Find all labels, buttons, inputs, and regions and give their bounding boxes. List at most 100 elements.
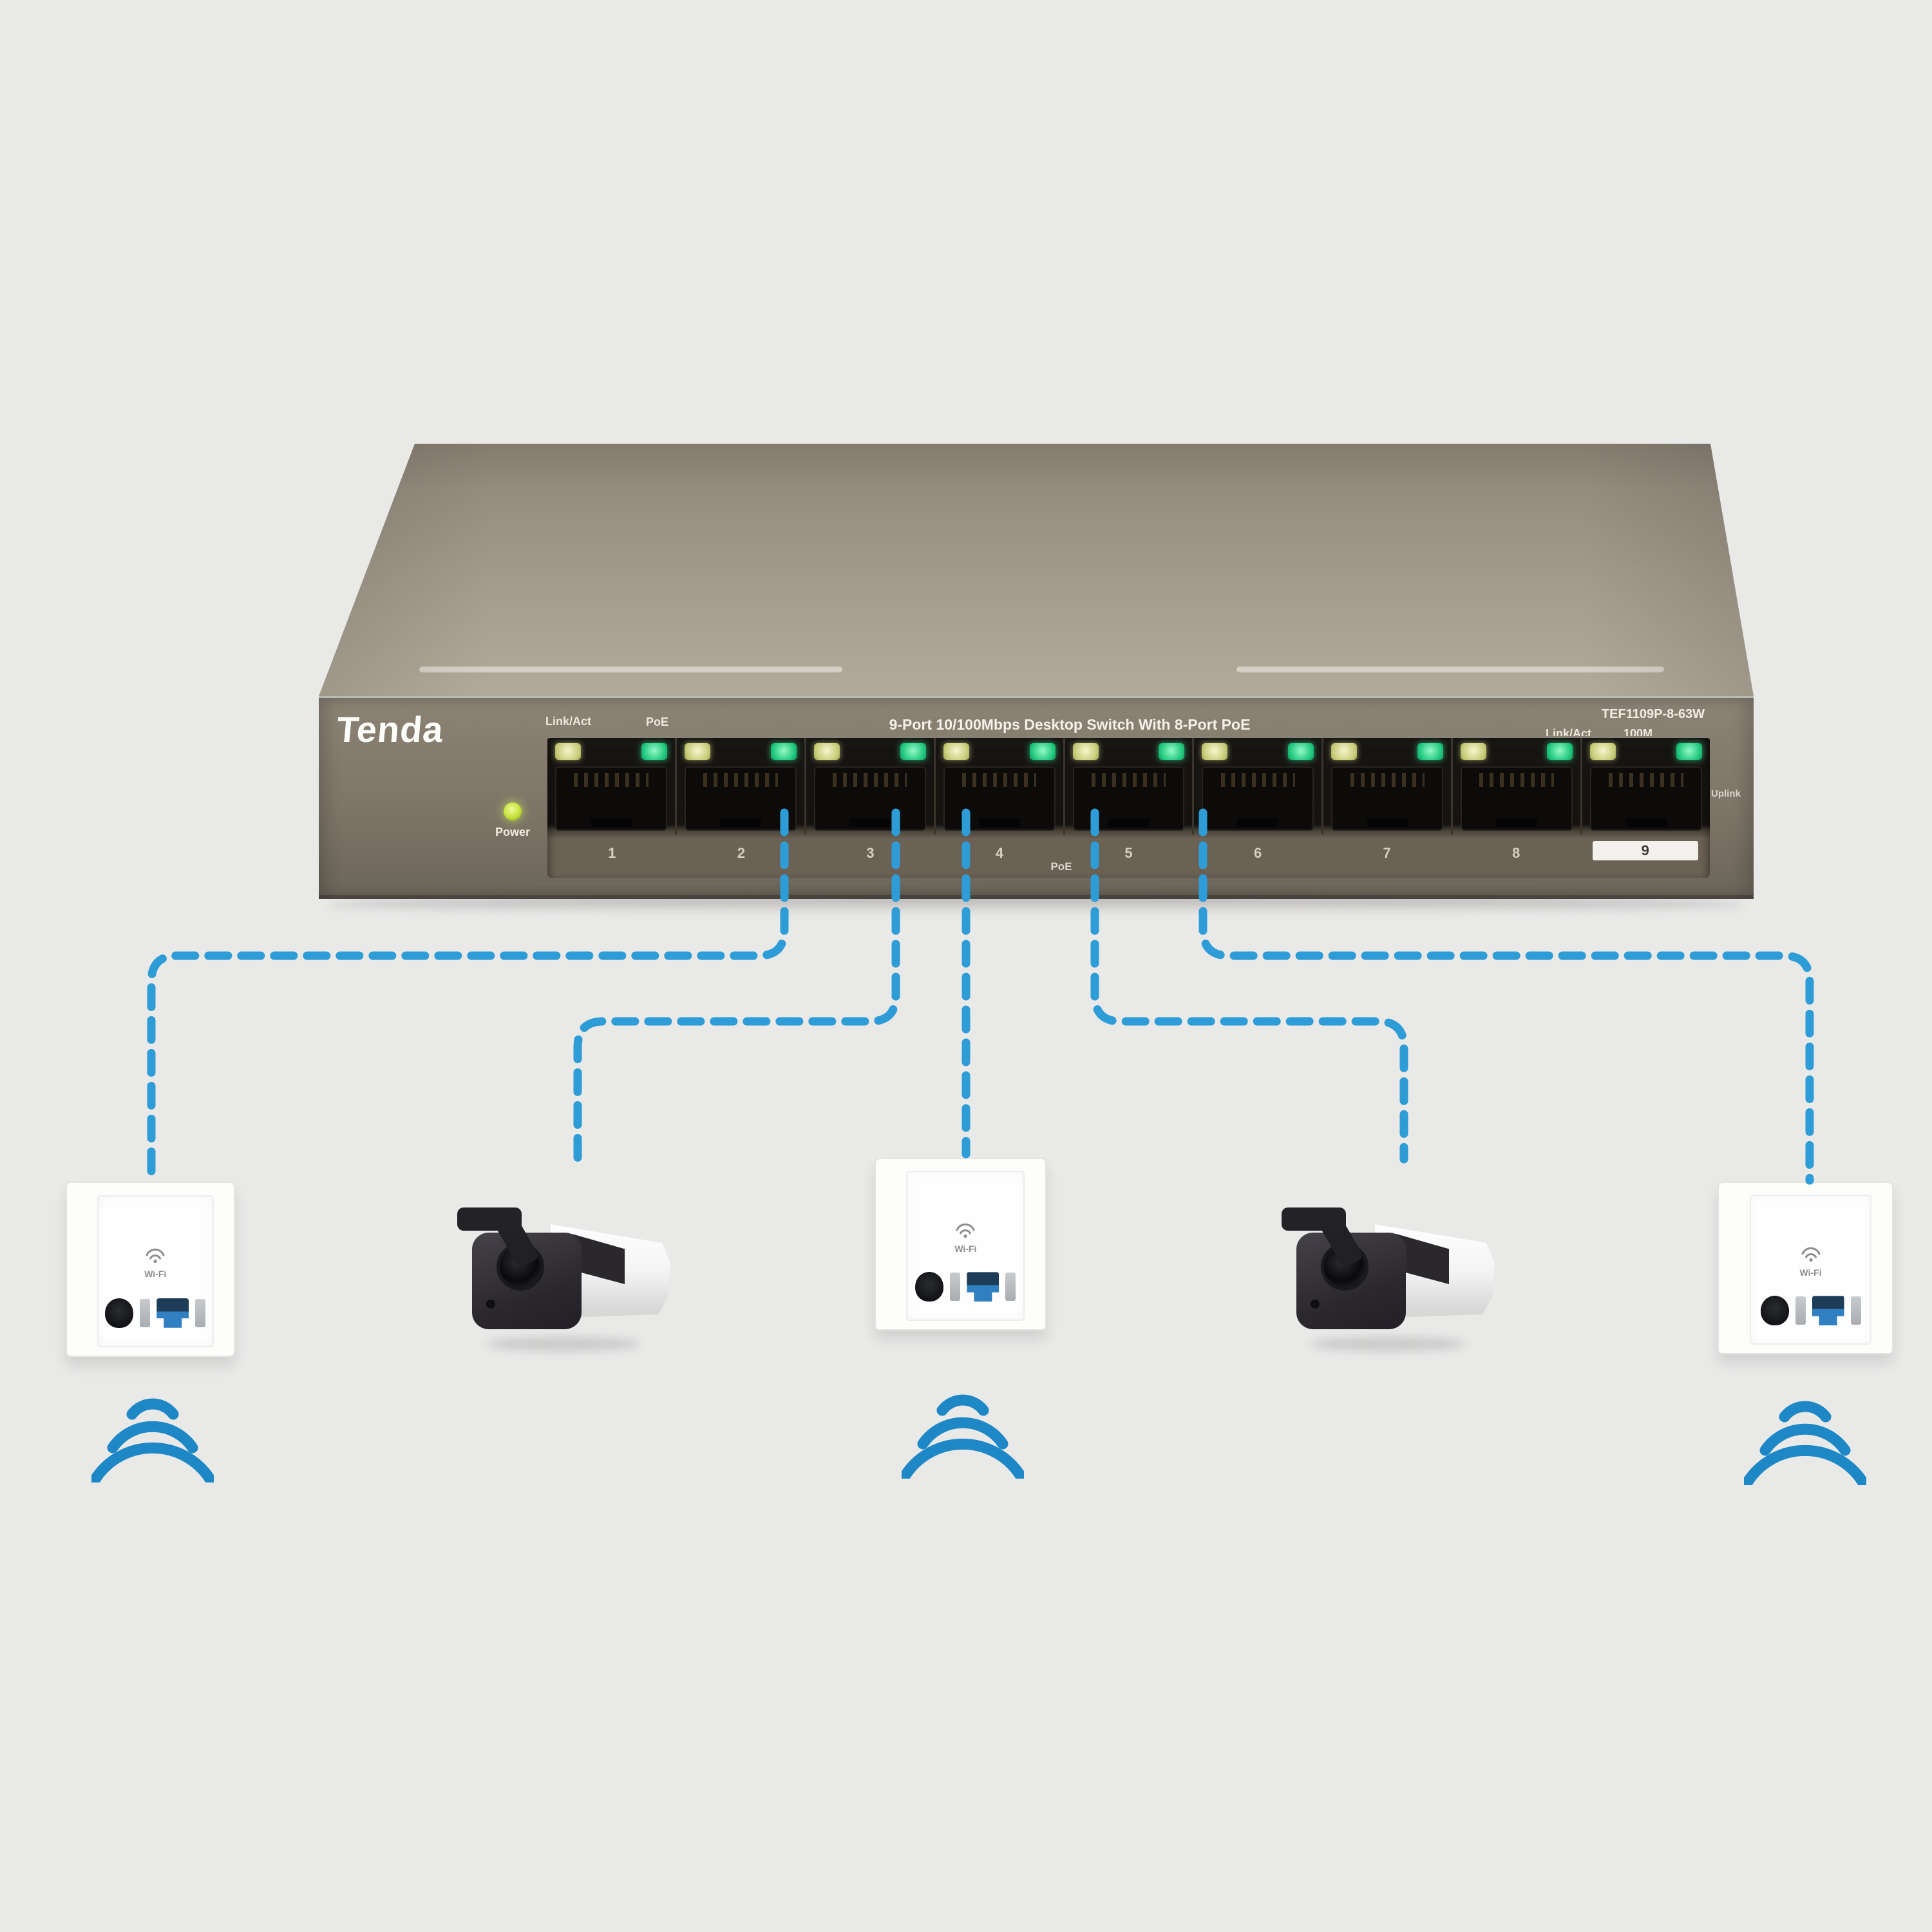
port-label-8: 8 [1512, 845, 1520, 861]
port-label-3: 3 [866, 845, 875, 861]
connector-slot-icon [1850, 1296, 1861, 1325]
cable-camera-1 [573, 808, 900, 1164]
poe-group-label: PoE [1050, 860, 1072, 873]
port-pins [1479, 773, 1554, 787]
poe-led [813, 743, 840, 760]
connector-slot-icon [950, 1273, 961, 1302]
connector-slot-icon [140, 1298, 151, 1327]
port-pins [961, 773, 1037, 787]
ap-connectors [1751, 1296, 1870, 1326]
port-1 [547, 738, 675, 835]
rj45-port [555, 766, 667, 831]
cable-wall-ap-3 [1198, 808, 1814, 1185]
port-tab [719, 818, 761, 827]
wifi-signal-icon [91, 1398, 214, 1482]
port-pins [574, 773, 649, 787]
port-row [547, 738, 1710, 836]
link-led [770, 743, 797, 760]
wifi-logo-icon: Wi-Fi [1751, 1246, 1870, 1278]
rj45-port [1202, 766, 1314, 831]
cable-wall-ap-1 [147, 808, 789, 1185]
poe-led [684, 743, 710, 760]
rj45-port [1331, 766, 1444, 831]
port-7 [1321, 738, 1451, 835]
ap-connectors [907, 1272, 1023, 1302]
port-tab [849, 818, 891, 827]
port-label-4: 4 [995, 845, 1004, 861]
poe-led [1072, 743, 1099, 760]
port-2 [674, 738, 804, 835]
wifi-label: Wi-Fi [144, 1268, 167, 1279]
power-label: Power [495, 826, 531, 838]
poe-led [1202, 743, 1228, 760]
port-3 [804, 738, 934, 835]
link-led [1029, 743, 1056, 760]
port-pins [1220, 773, 1296, 787]
port-tab [1108, 818, 1150, 827]
wifi-logo-icon: Wi-Fi [99, 1247, 213, 1279]
port-label-5: 5 [1124, 845, 1133, 861]
port-label-9: 9 [1581, 836, 1710, 880]
port-number-row: 1 2 3 4 5 6 7 8 9 [547, 836, 1710, 880]
port-5 [1063, 738, 1193, 835]
poe-led [1590, 743, 1616, 760]
port-recess: 1 2 3 4 5 6 7 8 9 PoE [547, 736, 1710, 878]
port-label-6: 6 [1253, 845, 1262, 861]
wall-ap-3: Wi-Fi [1718, 1182, 1893, 1354]
port-8 [1451, 738, 1580, 835]
wall-ap-1: Wi-Fi [66, 1182, 235, 1357]
link-led [1676, 743, 1703, 760]
link-led [900, 743, 926, 760]
camera-shadow [486, 1337, 641, 1351]
switch-front-panel: Tenda Link/Act PoE 9-Port 10/100Mbps Des… [319, 696, 1754, 899]
ip-camera-1 [454, 1206, 676, 1367]
cable-camera-2 [1090, 808, 1408, 1164]
port-label-1: 1 [608, 845, 616, 861]
port-pins [1350, 773, 1425, 787]
camera-ir-sensor-icon [1311, 1300, 1320, 1309]
wifi-logo-icon: Wi-Fi [907, 1222, 1023, 1254]
connector-slot-icon [1005, 1273, 1016, 1302]
camera-bracket [457, 1208, 522, 1231]
wifi-label: Wi-Fi [1799, 1267, 1822, 1278]
poe-led [555, 743, 581, 760]
port-pins [703, 773, 778, 787]
audio-jack-icon [1760, 1296, 1789, 1326]
link-led [641, 743, 667, 760]
port-9 [1580, 738, 1710, 835]
port-tab [1237, 818, 1279, 827]
port-label-7: 7 [1383, 845, 1391, 861]
camera-shadow [1311, 1337, 1465, 1351]
uplink-label: Uplink [1711, 788, 1741, 799]
ap-faceplate: Wi-Fi [1750, 1195, 1871, 1345]
port-label-2: 2 [737, 845, 745, 861]
link-led [1159, 743, 1185, 760]
ip-camera-2 [1278, 1206, 1501, 1367]
port-pins [1609, 773, 1683, 787]
camera-bracket [1282, 1208, 1346, 1231]
poe-led [1331, 743, 1358, 760]
poe-led [943, 743, 969, 760]
power-led [504, 802, 522, 820]
poe-led [1461, 743, 1487, 760]
ap-faceplate: Wi-Fi [906, 1171, 1025, 1321]
wifi-signal-icon [1744, 1401, 1866, 1485]
rj45-port [1590, 766, 1703, 831]
port-tab [978, 818, 1020, 827]
port-tab [1625, 818, 1667, 827]
camera-ir-sensor-icon [486, 1300, 495, 1309]
audio-jack-icon [915, 1272, 944, 1302]
switch-top-face [319, 444, 1754, 696]
rj45-port [813, 766, 926, 831]
port-pins [1091, 773, 1166, 787]
model-number: TEF1109P-8-63W [1601, 707, 1705, 721]
port-pins [832, 773, 907, 787]
panel-title: 9-Port 10/100Mbps Desktop Switch With 8-… [889, 716, 1251, 733]
link-led [1417, 743, 1444, 760]
led-legend-poe: PoE [646, 715, 669, 728]
rj45-port [1461, 766, 1573, 831]
port-tab [1496, 818, 1538, 827]
uplink-port-label: 9 [1592, 841, 1698, 860]
link-led [1288, 743, 1314, 760]
